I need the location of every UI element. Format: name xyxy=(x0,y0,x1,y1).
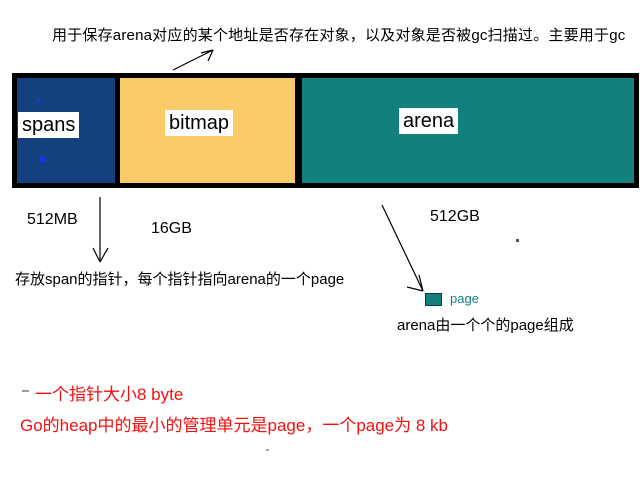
size-label-spans: 512MB xyxy=(27,211,78,228)
segment-arena xyxy=(302,78,634,183)
page-swatch-label: page xyxy=(450,291,479,306)
stray-mark xyxy=(37,99,40,103)
spans-pointer-note: 存放span的指针，每个指针指向arena的一个page xyxy=(15,271,345,288)
stray-mark xyxy=(516,239,519,242)
top-annotation-text: 用于保存arena对应的某个地址是否存在对象，以及对象是否被gc扫描过。主要用于… xyxy=(52,27,626,44)
heap-layout-box xyxy=(12,73,639,188)
segment-label-bitmap: bitmap xyxy=(165,110,234,136)
arrow-bitmap-to-annotation xyxy=(172,49,214,71)
page-swatch xyxy=(425,293,442,306)
arrow-arena-to-page xyxy=(381,204,424,292)
red-note-pointer-size: 一个指针大小8 byte xyxy=(35,385,184,404)
arrow-spans-to-note xyxy=(92,197,109,263)
stray-mark xyxy=(40,157,46,162)
red-note-page-size: Go的heap中的最小的管理单元是page，一个page为 8 kb xyxy=(20,416,448,435)
size-label-arena: 512GB xyxy=(430,208,480,225)
stray-mark xyxy=(266,449,269,451)
segment-label-spans: spans xyxy=(18,112,80,138)
stray-mark xyxy=(22,390,29,392)
arena-page-note: arena由一个个的page组成 xyxy=(397,317,574,334)
size-label-bitmap: 16GB xyxy=(151,220,192,237)
segment-label-arena: arena xyxy=(399,108,459,134)
